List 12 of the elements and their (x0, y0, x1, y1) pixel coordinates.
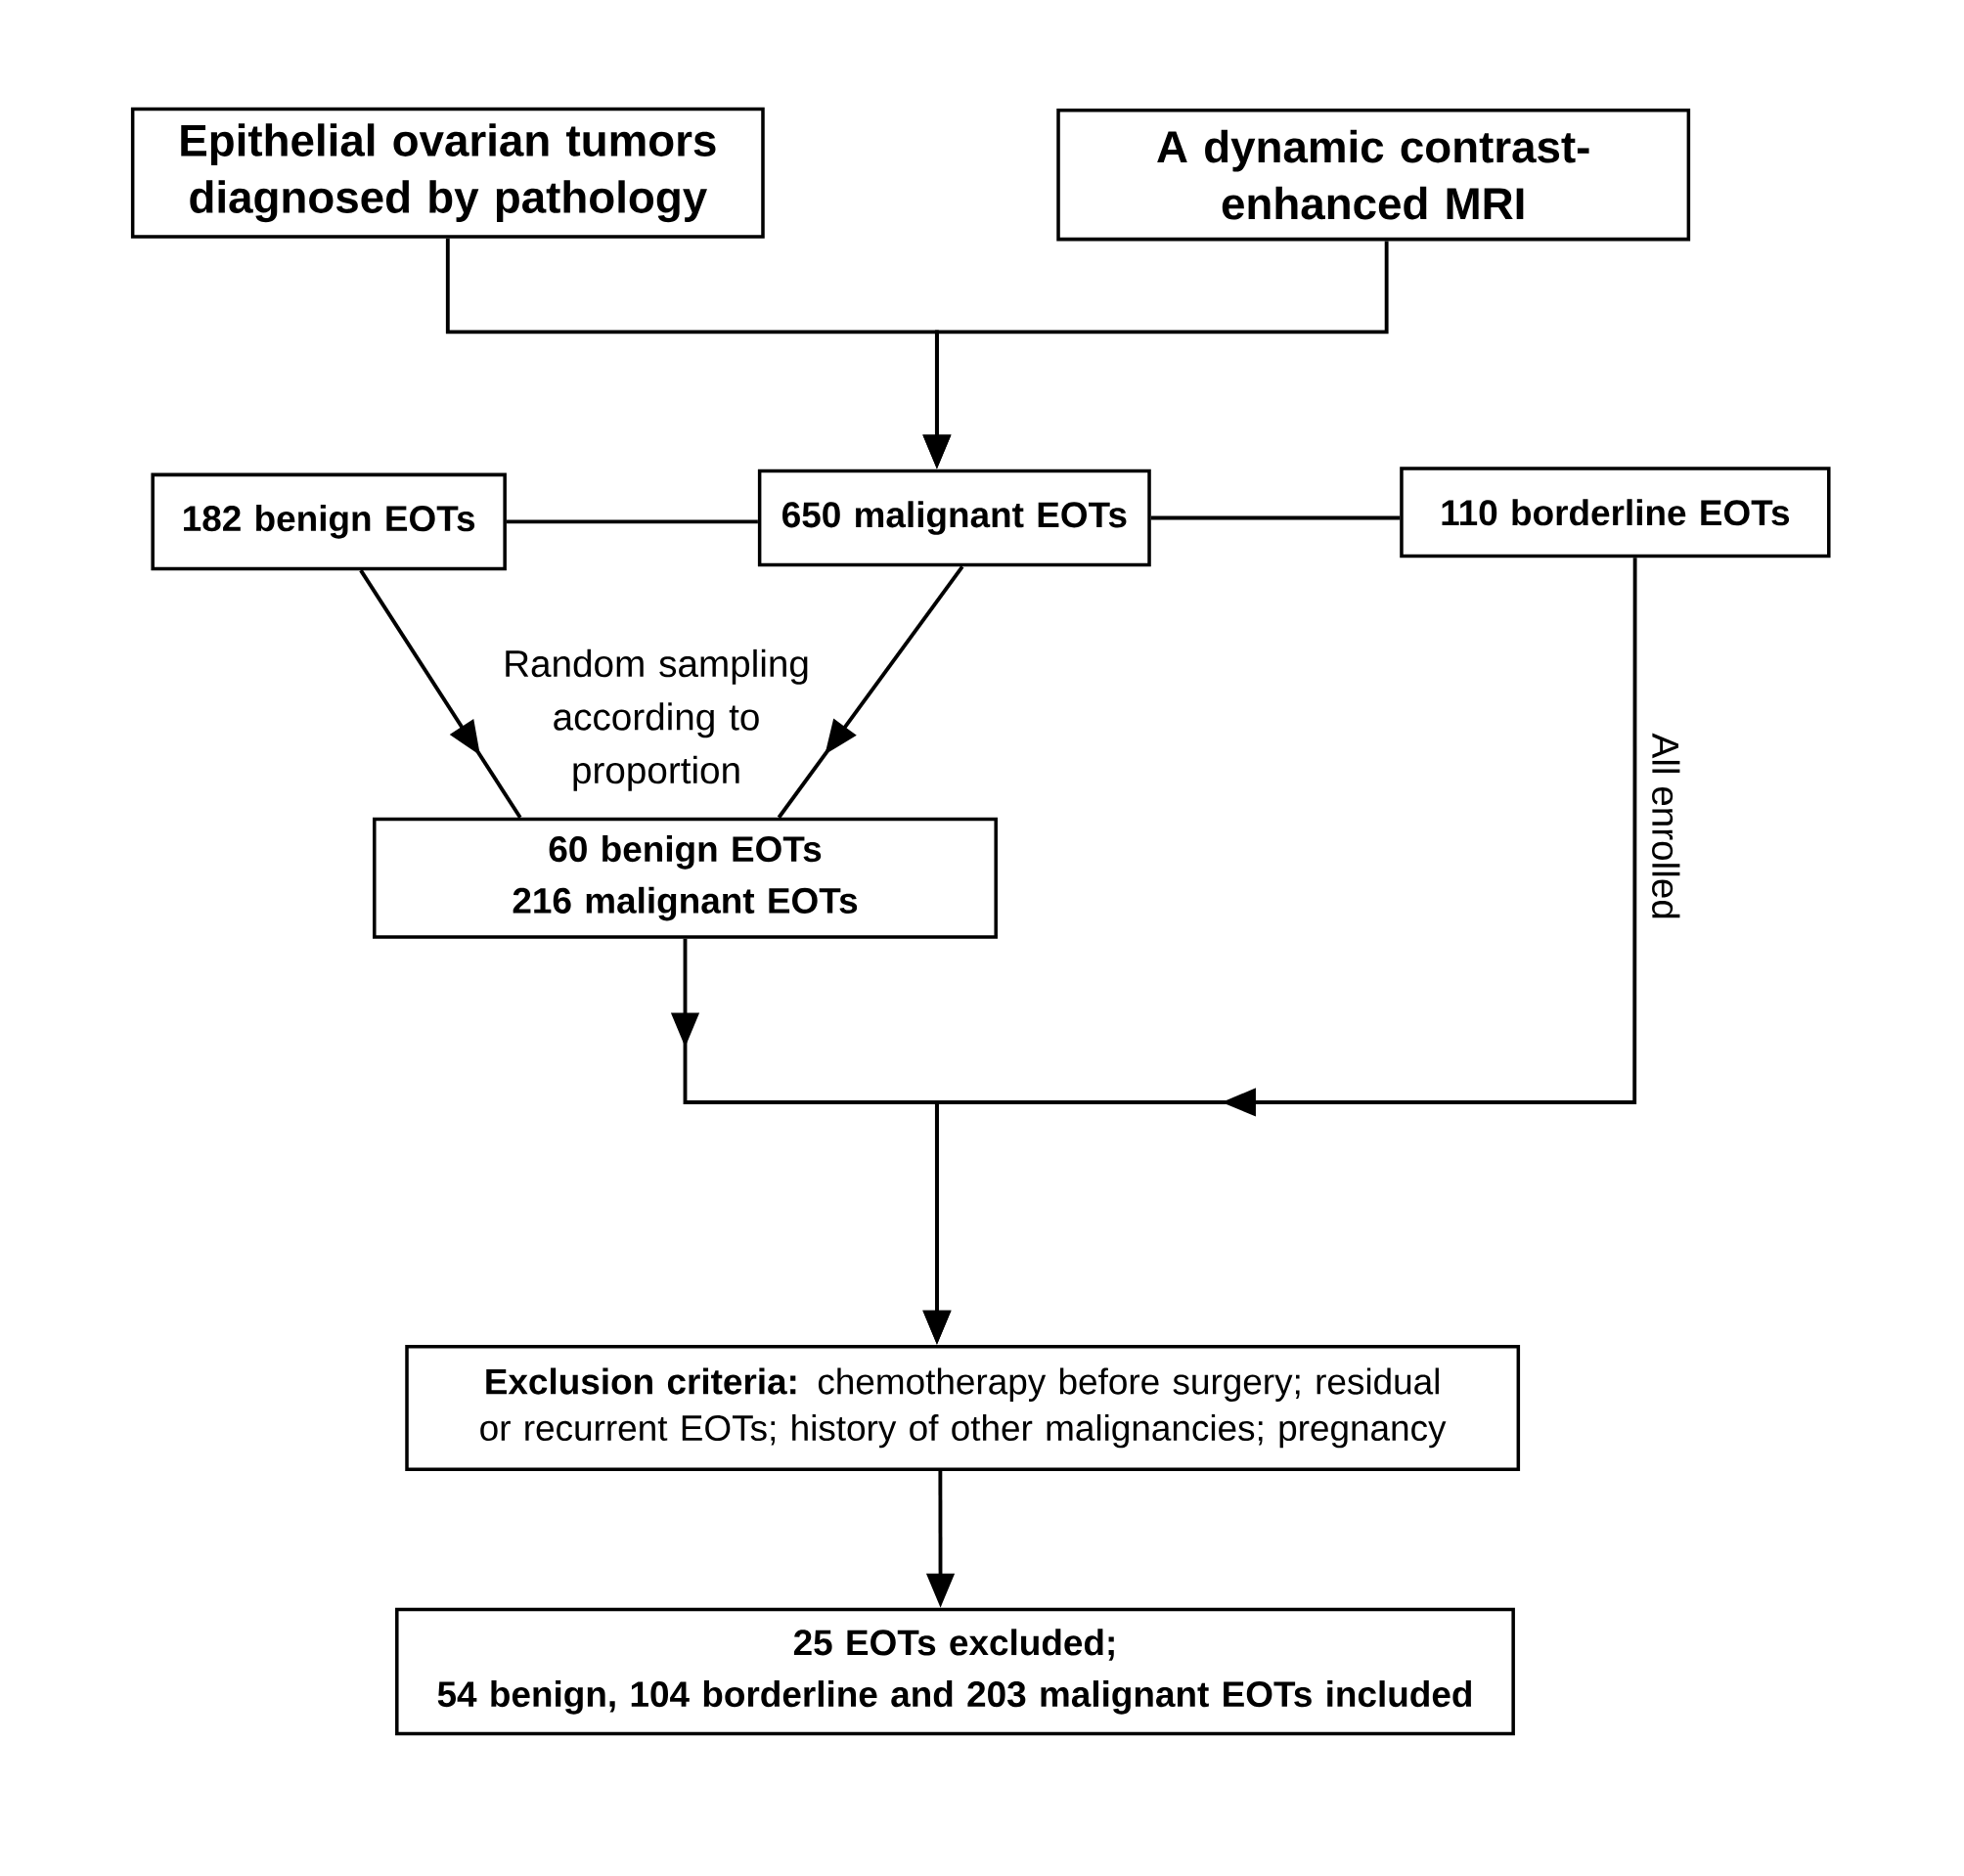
arrow (777, 565, 964, 819)
arrow (359, 568, 522, 819)
process-box: Exclusion criteria: chemotherapy before surgery; residual or recurrent EOTs; history of other malignancies; pregnancy (405, 1344, 1521, 1471)
note-text: Random sampling according to proportion (506, 648, 808, 791)
process-box: A dynamic contrast-enhanced MRI (1056, 108, 1691, 242)
process-box: 182 benign EOTs (151, 472, 507, 570)
process-box: 60 benign EOTs 216 malignant EOTs (373, 817, 998, 939)
process-box: 25 EOTs excluded; 54 benign, 104 borderline and 203 malignant EOTs included (395, 1607, 1515, 1735)
process-box: 650 malignant EOTs (757, 469, 1151, 567)
edge-label: All enrolled (1652, 733, 1680, 918)
process-box: Epithelial ovarian tumors diagnosed by pathology (130, 107, 765, 239)
process-box: 110 borderline EOTs (1400, 467, 1831, 558)
